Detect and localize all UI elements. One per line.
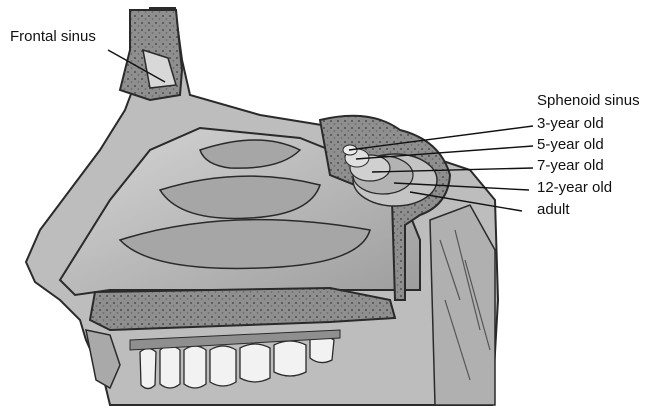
posterior-tissue xyxy=(430,205,495,405)
label-sphenoid-sinus: Sphenoid sinus xyxy=(537,92,640,110)
label-12-year-old: 12-year old xyxy=(537,179,612,197)
label-adult: adult xyxy=(537,201,570,219)
label-frontal-sinus: Frontal sinus xyxy=(10,28,96,46)
label-7-year-old: 7-year old xyxy=(537,157,604,175)
label-5-year-old: 5-year old xyxy=(537,136,604,154)
label-3-year-old: 3-year old xyxy=(537,115,604,133)
